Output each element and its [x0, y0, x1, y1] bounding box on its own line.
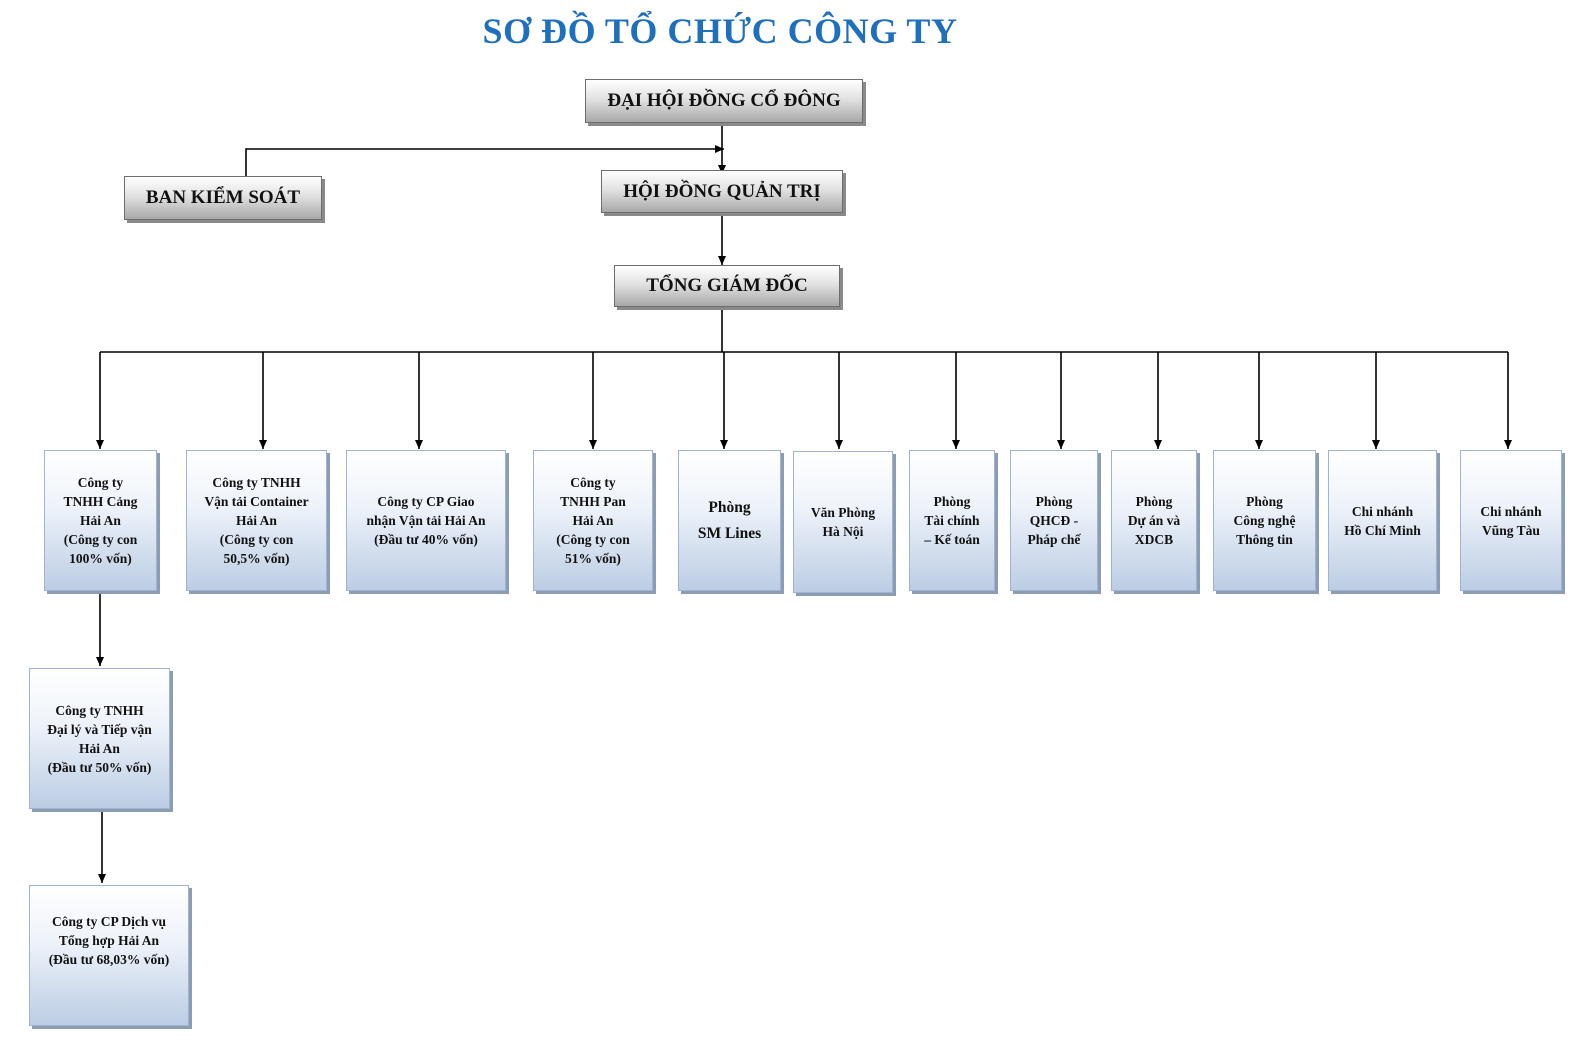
unit-label: Công ty TNHH Pan Hải An (Công ty con 51%…: [556, 475, 630, 566]
unit-finance-dept: Phòng Tài chính – Kế toán: [909, 450, 995, 591]
unit-it-dept: Phòng Công nghệ Thông tin: [1213, 450, 1316, 591]
chart-title: SƠ ĐỒ TỔ CHỨC CÔNG TY: [482, 11, 958, 51]
unit-label: Công ty CP Dịch vụ Tổng hợp Hải An (Đầu …: [48, 914, 170, 967]
unit-label: Phòng Dự án và XDCB: [1127, 494, 1181, 547]
unit-label: Phòng QHCĐ - Pháp chế: [1027, 494, 1081, 547]
unit-legal-dept: Phòng QHCĐ - Pháp chế: [1010, 450, 1098, 591]
unit-pan-company: Công ty TNHH Pan Hải An (Công ty con 51%…: [533, 450, 653, 591]
unit-label: Văn Phòng Hà Nội: [810, 505, 876, 539]
unit-projects-dept: Phòng Dự án và XDCB: [1111, 450, 1197, 591]
ceo-label: TỔNG GIÁM ĐỐC: [646, 275, 808, 296]
unit-label: Chi nhánh Vũng Tàu: [1480, 503, 1542, 538]
board-label: HỘI ĐỒNG QUẢN TRỊ: [623, 180, 821, 202]
unit-label: Công ty CP Giao nhận Vận tải Hải An (Đầu…: [366, 494, 486, 547]
unit-port-company: Công ty TNHH Cảng Hải An (Công ty con 10…: [44, 450, 157, 591]
unit-label: Phòng Công nghệ Thông tin: [1233, 494, 1296, 547]
unit-label: Công ty TNHH Đại lý và Tiếp vận Hải An (…: [47, 702, 152, 775]
unit-sm-lines: Phòng SM Lines: [678, 450, 781, 591]
unit-container-company: Công ty TNHH Vận tải Container Hải An (C…: [186, 450, 327, 591]
unit-hcm-branch: Chi nhánh Hồ Chí Minh: [1328, 450, 1437, 591]
shareholders-label: ĐẠI HỘI ĐỒNG CỔ ĐÔNG: [607, 90, 841, 111]
link-supervisory: [245, 145, 724, 180]
unit-agency-logistics: Công ty TNHH Đại lý và Tiếp vận Hải An (…: [29, 668, 170, 809]
unit-forwarding-company: Công ty CP Giao nhận Vận tải Hải An (Đầu…: [346, 450, 506, 591]
board-box: HỘI ĐỒNG QUẢN TRỊ: [601, 170, 843, 213]
supervisory-box: BAN KIỂM SOÁT: [124, 176, 322, 220]
unit-hanoi-office: Văn Phòng Hà Nội: [793, 451, 893, 593]
ceo-box: TỔNG GIÁM ĐỐC: [614, 265, 840, 307]
supervisory-label: BAN KIỂM SOÁT: [145, 187, 301, 208]
unit-label: Phòng Tài chính – Kế toán: [924, 494, 980, 547]
unit-label: Công ty TNHH Vận tải Container Hải An (C…: [204, 475, 309, 566]
unit-label: Chi nhánh Hồ Chí Minh: [1344, 503, 1421, 538]
unit-label: Phòng SM Lines: [697, 498, 762, 542]
unit-vungtau-branch: Chi nhánh Vũng Tàu: [1460, 450, 1562, 591]
unit-general-services: Công ty CP Dịch vụ Tổng hợp Hải An (Đầu …: [29, 885, 189, 1026]
unit-label: Công ty TNHH Cảng Hải An (Công ty con 10…: [63, 475, 138, 566]
shareholders-box: ĐẠI HỘI ĐỒNG CỔ ĐÔNG: [585, 79, 863, 123]
